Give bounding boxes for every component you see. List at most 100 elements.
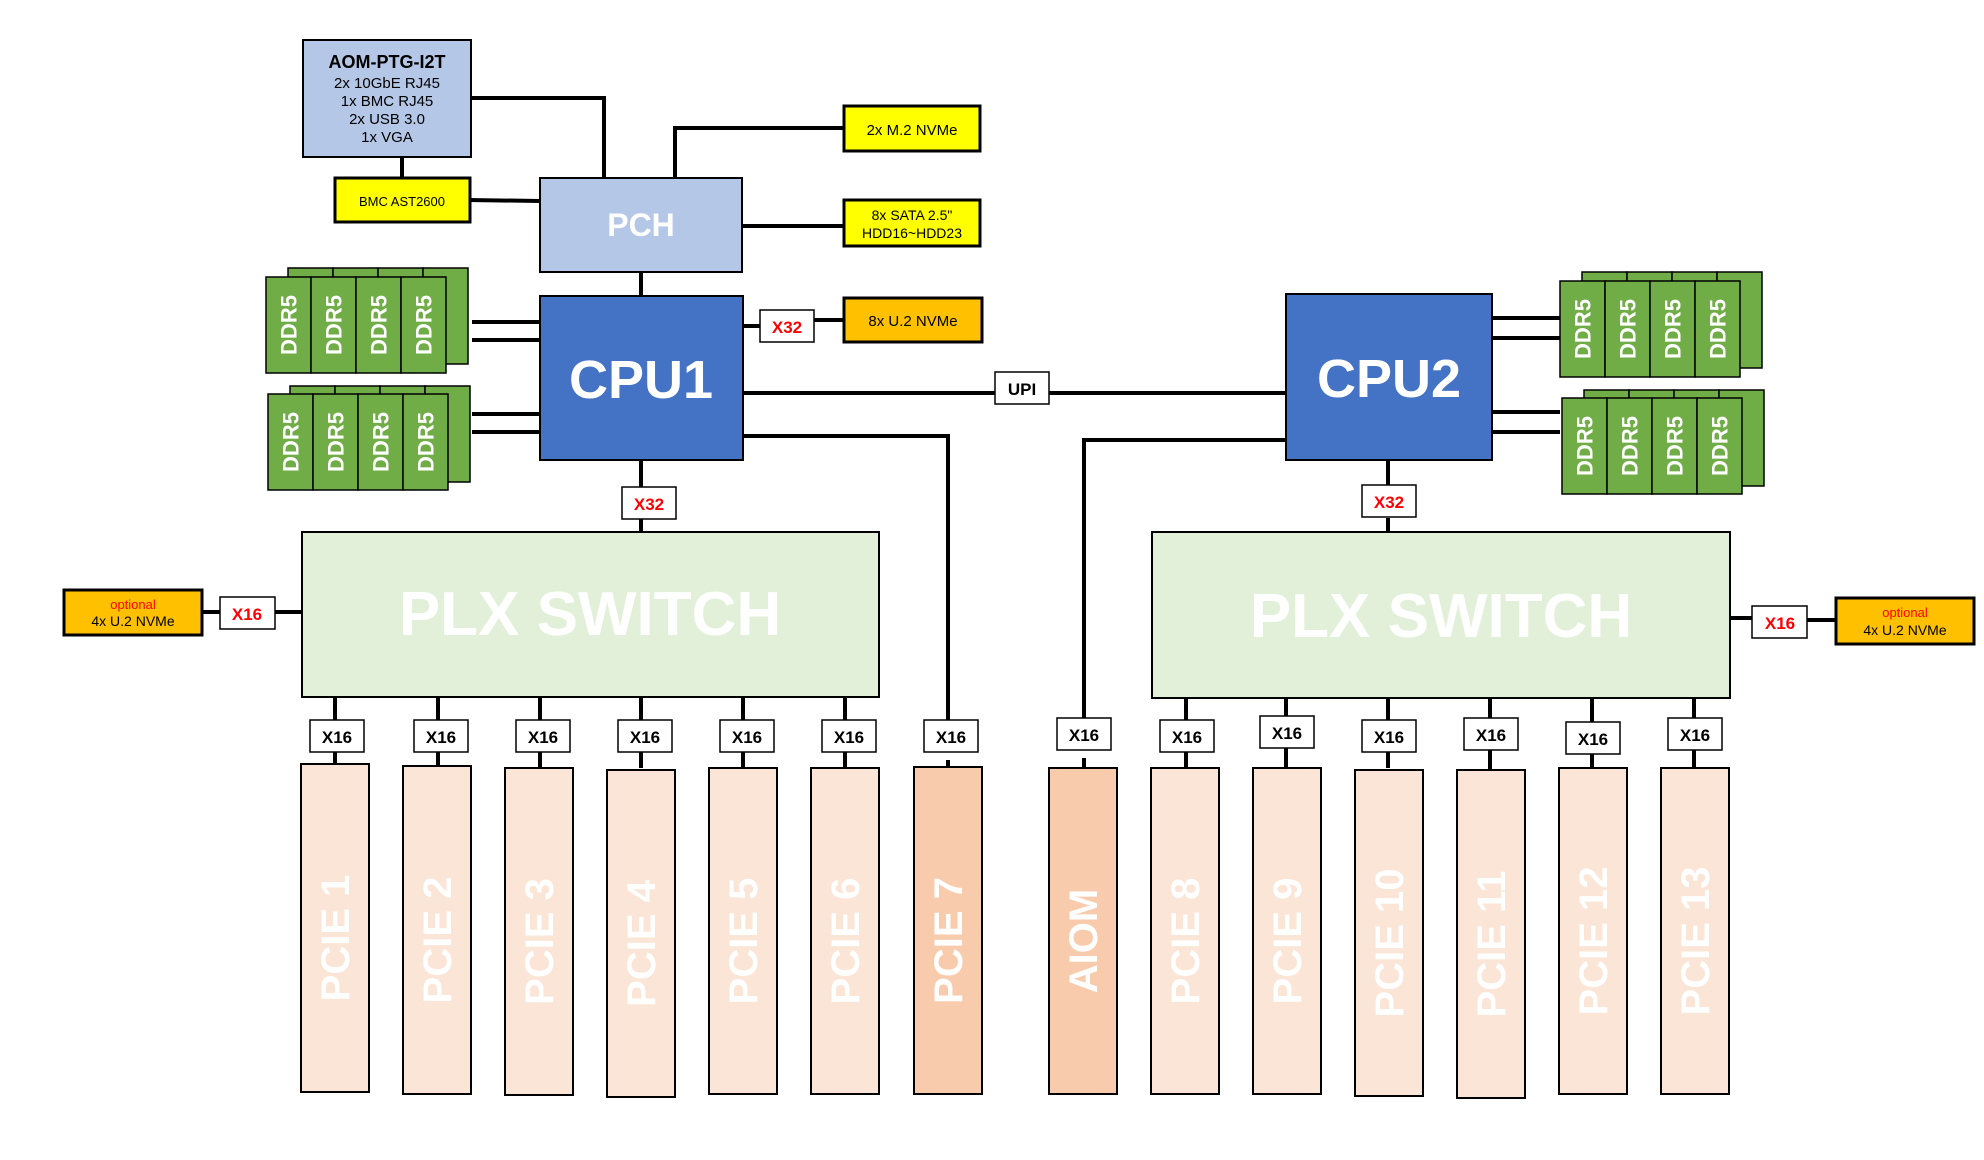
pcie-slot-pcie-3: PCIE 3	[504, 767, 574, 1096]
ddr5-module	[1561, 397, 1608, 495]
connection-lines	[202, 96, 1836, 770]
optional-left-text: 4x U.2 NVMe	[91, 613, 174, 629]
cpu1-label: CPU1	[569, 350, 713, 410]
x16-tag: X16	[821, 719, 877, 753]
ddr5-module	[357, 393, 404, 491]
pch-chip: PCH	[539, 177, 743, 273]
m2-nvme: 2x M.2 NVMe	[842, 104, 982, 153]
ddr5-label: DDR5	[414, 412, 439, 472]
optional-u2-right: optional 4x U.2 NVMe	[1834, 596, 1976, 646]
x32-tag-plx1: X32	[621, 486, 677, 520]
ddr5-label: DDR5	[277, 295, 302, 355]
ddr5-label: DDR5	[1661, 299, 1686, 359]
x16-label: X16	[834, 728, 864, 747]
x16-tag-optional-right: X16	[1751, 605, 1808, 639]
slot-label: PCIE 4	[620, 879, 664, 1006]
pcie-slot-pcie-8: PCIE 8	[1150, 767, 1220, 1095]
ddr5-label: DDR5	[1573, 416, 1598, 476]
aom-line-1: 2x 10GbE RJ45	[334, 75, 440, 92]
pch-label: PCH	[607, 207, 675, 243]
x16-label: X16	[1578, 730, 1608, 749]
x16-tag: X16	[719, 719, 775, 753]
pcie-slot-pcie-2: PCIE 2	[402, 765, 472, 1095]
x16-label: X16	[1476, 726, 1506, 745]
slot-label: PCIE 7	[927, 877, 971, 1004]
ddr5-label: DDR5	[1706, 299, 1731, 359]
x16-tag-optional-left: X16	[219, 596, 276, 630]
slot-label: PCIE 5	[722, 878, 766, 1005]
ddr5-module	[267, 393, 314, 491]
ddr5-module	[400, 276, 447, 374]
ddr5-module	[312, 393, 359, 491]
pcie-slot-aiom: AIOM	[1048, 767, 1118, 1095]
pcie-slot-pcie-7: PCIE 7	[913, 766, 983, 1095]
bmc-chip: BMC AST2600	[333, 176, 472, 224]
x16-tag: X16	[1259, 715, 1315, 749]
x16-label: X16	[1272, 724, 1302, 743]
ddr5-label: DDR5	[279, 412, 304, 472]
pcie-slot-pcie-4: PCIE 4	[606, 769, 676, 1098]
ddr5-label: DDR5	[367, 295, 392, 355]
pcie-slot-pcie-13: PCIE 13	[1660, 767, 1730, 1095]
svg-text:X32: X32	[772, 318, 802, 337]
svg-text:X16: X16	[1765, 614, 1795, 633]
ddr5-label: DDR5	[324, 412, 349, 472]
ddr5-module	[402, 393, 449, 491]
ddr5-label: DDR5	[412, 295, 437, 355]
ddr5-module	[1649, 280, 1696, 378]
x16-label: X16	[322, 728, 352, 747]
pcie-slot-pcie-5: PCIE 5	[708, 767, 778, 1095]
x16-tag: X16	[1565, 721, 1621, 755]
svg-text:X32: X32	[1374, 493, 1404, 512]
svg-text:X16: X16	[232, 605, 262, 624]
m2-label: 2x M.2 NVMe	[867, 122, 958, 139]
plx-switch-1: PLX SWITCH	[301, 531, 880, 698]
pcie-slot-pcie-10: PCIE 10	[1354, 769, 1424, 1097]
ddr5-label: DDR5	[1616, 299, 1641, 359]
ddr5-label: DDR5	[322, 295, 347, 355]
x32-tag-plx2: X32	[1361, 484, 1417, 518]
ddr5-module	[265, 276, 312, 374]
pcie-slot-pcie-9: PCIE 9	[1252, 767, 1322, 1095]
x16-label: X16	[1172, 728, 1202, 747]
aom-module: AOM-PTG-I2T 2x 10GbE RJ45 1x BMC RJ45 2x…	[302, 39, 472, 158]
cpu2-chip: CPU2	[1285, 293, 1493, 461]
slot-label: PCIE 12	[1572, 867, 1616, 1016]
ddr5-module	[310, 276, 357, 374]
x16-label: X16	[732, 728, 762, 747]
u2-direct-label: 8x U.2 NVMe	[868, 313, 957, 330]
optional-right-label: optional	[1882, 605, 1928, 620]
aom-line-4: 1x VGA	[361, 129, 413, 146]
aom-box	[302, 39, 472, 158]
x16-tag: X16	[617, 719, 673, 753]
x16-label: X16	[1069, 726, 1099, 745]
optional-left-label: optional	[110, 597, 156, 612]
x16-tag: X16	[1159, 719, 1215, 753]
cpu2-label: CPU2	[1317, 349, 1461, 409]
aom-line-2: 1x BMC RJ45	[341, 93, 434, 110]
x16-label: X16	[630, 728, 660, 747]
plx2-label: PLX SWITCH	[1250, 582, 1632, 651]
slot-label: PCIE 1	[314, 875, 358, 1002]
upi-label: UPI	[1008, 380, 1036, 399]
ddr5-label: DDR5	[369, 412, 394, 472]
ddr5-module	[1606, 397, 1653, 495]
x16-label: X16	[1374, 728, 1404, 747]
cpu1-chip: CPU1	[539, 295, 744, 461]
slot-label: PCIE 2	[416, 877, 460, 1004]
ddr5-label: DDR5	[1663, 416, 1688, 476]
u2-nvme-direct: 8x U.2 NVMe	[842, 296, 984, 344]
slot-label: PCIE 11	[1470, 871, 1514, 1018]
x16-label: X16	[936, 728, 966, 747]
ddr5-label: DDR5	[1571, 299, 1596, 359]
x16-tag: X16	[1056, 717, 1112, 751]
slot-label: PCIE 10	[1368, 869, 1412, 1018]
ddr5-module	[355, 276, 402, 374]
x16-tag: X16	[923, 719, 979, 753]
cpu1-ddr-lower: DDR5 DDR5 DDR5 DDR5	[267, 385, 471, 491]
slot-label: PCIE 13	[1674, 867, 1718, 1016]
slot-label: PCIE 8	[1164, 878, 1208, 1005]
